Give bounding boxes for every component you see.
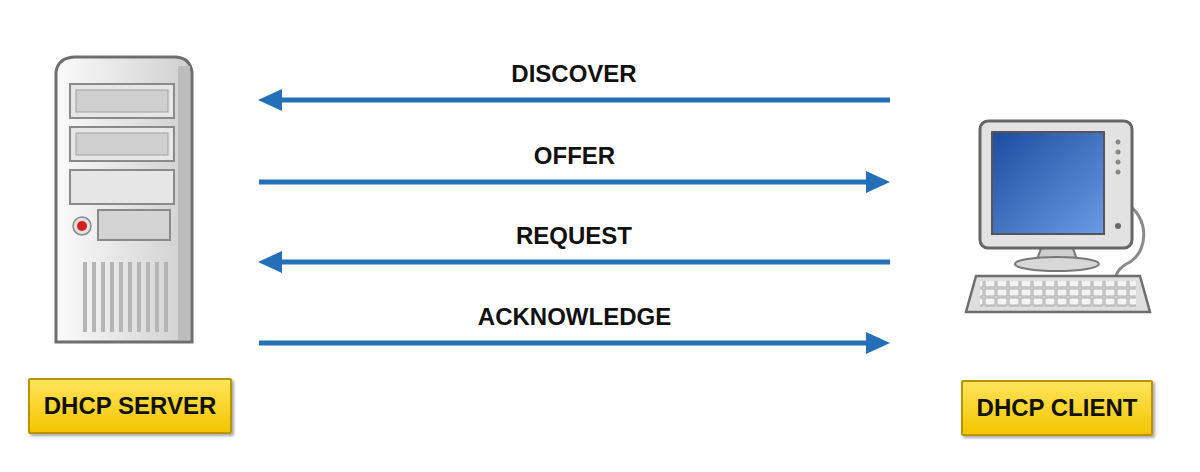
message-label: REQUEST — [512, 222, 636, 250]
server-tower — [56, 57, 192, 342]
arrow-shaft — [259, 341, 866, 346]
message-label: OFFER — [530, 142, 619, 170]
arrow-head — [258, 251, 282, 273]
device-label: DHCP CLIENT — [961, 380, 1154, 436]
arrow-shaft — [259, 180, 866, 185]
message-arrow — [258, 251, 890, 273]
device-label: DHCP SERVER — [28, 378, 233, 434]
device-node: DHCP SERVER — [20, 50, 245, 442]
message-label: ACKNOWLEDGE — [474, 303, 675, 331]
client-computer — [966, 121, 1150, 312]
message-arrow — [258, 89, 890, 111]
arrow-shaft — [282, 98, 890, 103]
arrow-shaft — [282, 260, 890, 265]
device-node: DHCP CLIENT — [905, 110, 1185, 442]
arrow-head — [866, 171, 890, 193]
message-arrow — [259, 332, 890, 354]
arrow-head — [866, 332, 890, 354]
message-arrow — [259, 171, 890, 193]
arrow-head — [258, 89, 282, 111]
message-label: DISCOVER — [507, 60, 640, 88]
